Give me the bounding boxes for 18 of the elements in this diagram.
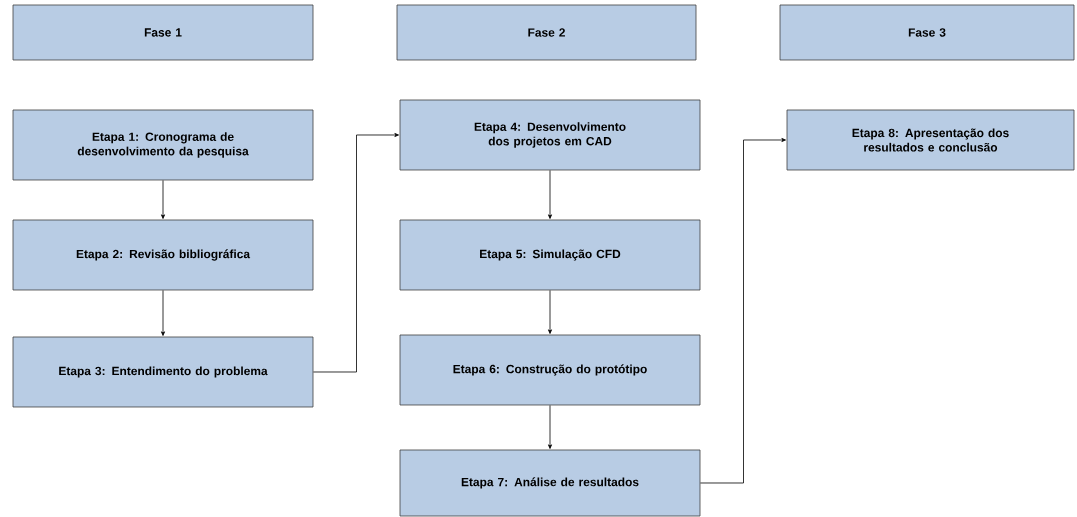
process-box: Fase 3 — [779, 4, 1075, 61]
process-box: Etapa 5: Simulação CFD — [399, 219, 701, 291]
process-box: Etapa 2: Revisão bibliográfica — [12, 219, 314, 291]
arrow — [161, 290, 165, 336]
process-box: Etapa 7: Análise de resultados — [399, 449, 701, 517]
process-box: Etapa 3: Entendimento do problema — [12, 336, 314, 408]
process-box: Etapa 6: Construção do protótipo — [399, 334, 701, 406]
process-box: Etapa 4: Desenvolvimento dos projetos em CAD — [399, 99, 701, 171]
process-box: Etapa 1: Cronograma de desenvolvimento da pesquisa — [12, 109, 314, 181]
arrow — [313, 133, 399, 373]
arrow — [548, 290, 552, 334]
arrow — [700, 138, 786, 484]
process-box: Etapa 8: Apresentação dos resultados e conclusão — [786, 109, 1075, 171]
process-box: Fase 2 — [396, 4, 697, 61]
arrow — [548, 170, 552, 219]
process-box: Fase 1 — [12, 4, 314, 61]
arrow — [161, 180, 165, 219]
arrow — [548, 405, 552, 449]
